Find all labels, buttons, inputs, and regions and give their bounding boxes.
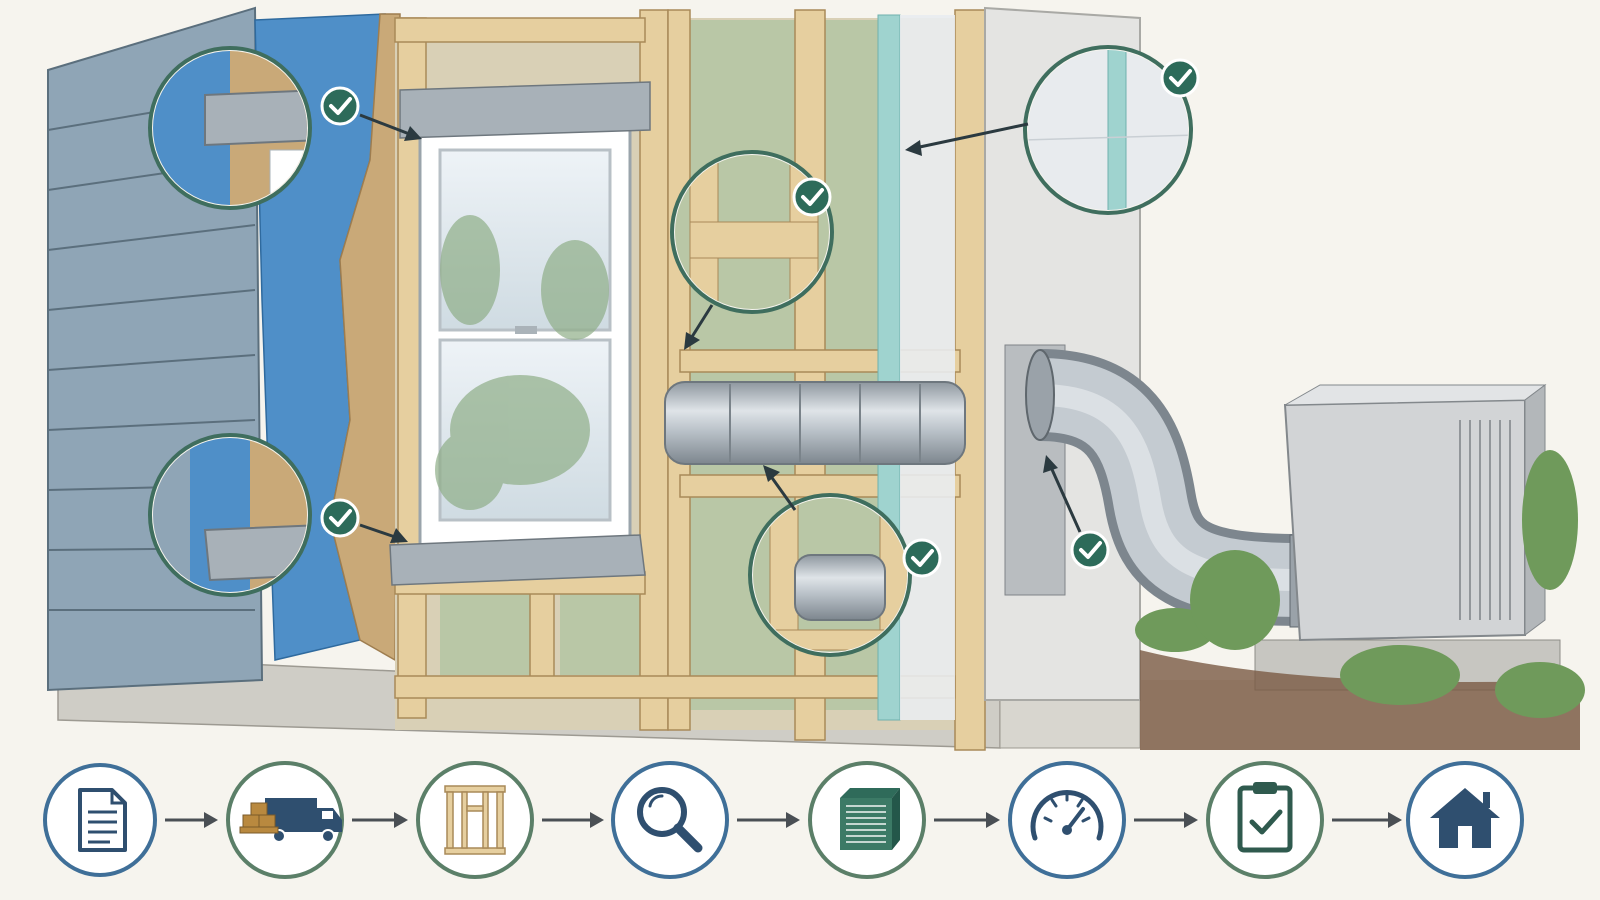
clipboard-check-icon (1237, 782, 1293, 853)
process-steps-row (43, 761, 1524, 879)
truck-icon (239, 798, 342, 843)
magnifier-icon (637, 787, 703, 853)
step-complete (1406, 761, 1524, 879)
callout-vapor-barrier-seam (905, 45, 1200, 215)
step-framing (416, 761, 534, 879)
callout-window-head-flashing (148, 46, 422, 210)
outdoor-condenser-unit (1254, 384, 1561, 691)
frame-icon (444, 785, 506, 855)
house-icon (1430, 788, 1500, 848)
double-hung-window (389, 81, 651, 586)
step-plans (43, 763, 157, 877)
hvac-unit-icon (840, 788, 900, 850)
step-delivery (226, 761, 344, 879)
callout-duct-wall-penetration (1043, 455, 1110, 570)
check-icon (1070, 530, 1110, 570)
step-arrow (1332, 812, 1402, 828)
step-approval (1206, 761, 1324, 879)
check-icon (1160, 58, 1200, 98)
step-arrow (542, 812, 604, 828)
step-arrow (352, 812, 408, 828)
check-icon (792, 177, 832, 217)
check-icon (320, 86, 360, 126)
step-arrow (737, 812, 800, 828)
landscaping (1135, 450, 1585, 750)
document-icon (78, 788, 127, 852)
step-hvac (808, 761, 926, 879)
step-arrow (1134, 812, 1198, 828)
check-icon (320, 498, 360, 538)
gauge-icon (1030, 790, 1104, 841)
callout-stud-blocking (670, 150, 834, 350)
callout-duct-through-framing (748, 465, 942, 657)
step-testing (1008, 761, 1126, 879)
step-inspection (611, 761, 729, 879)
step-arrow (165, 812, 218, 828)
check-icon (902, 538, 942, 578)
step-arrow (934, 812, 1000, 828)
